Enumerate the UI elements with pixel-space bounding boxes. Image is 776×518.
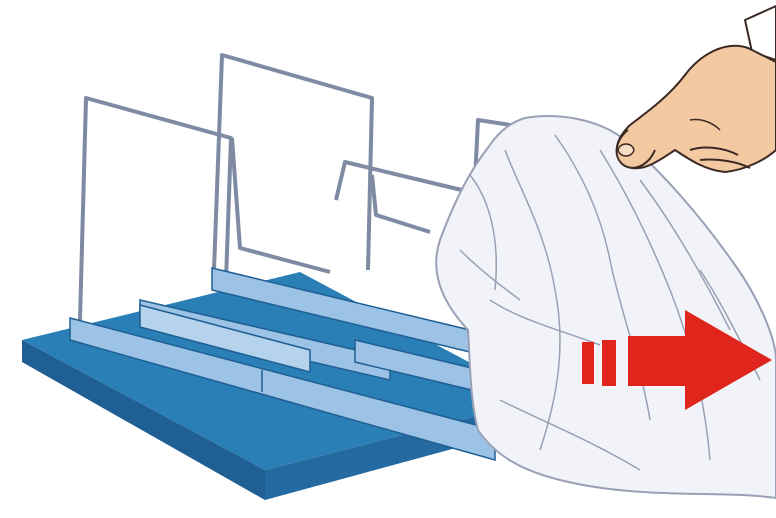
arrow-bar-1	[582, 342, 594, 384]
wire-frame-right-inner	[372, 175, 430, 232]
wire-frame-left	[80, 98, 231, 320]
cloth-body	[436, 116, 776, 498]
wire-frame-center-inner	[232, 138, 330, 272]
thumbnail	[618, 144, 634, 156]
hand-icon	[617, 6, 776, 172]
arrow-bar-2	[602, 340, 616, 386]
cloth-icon	[436, 116, 776, 498]
